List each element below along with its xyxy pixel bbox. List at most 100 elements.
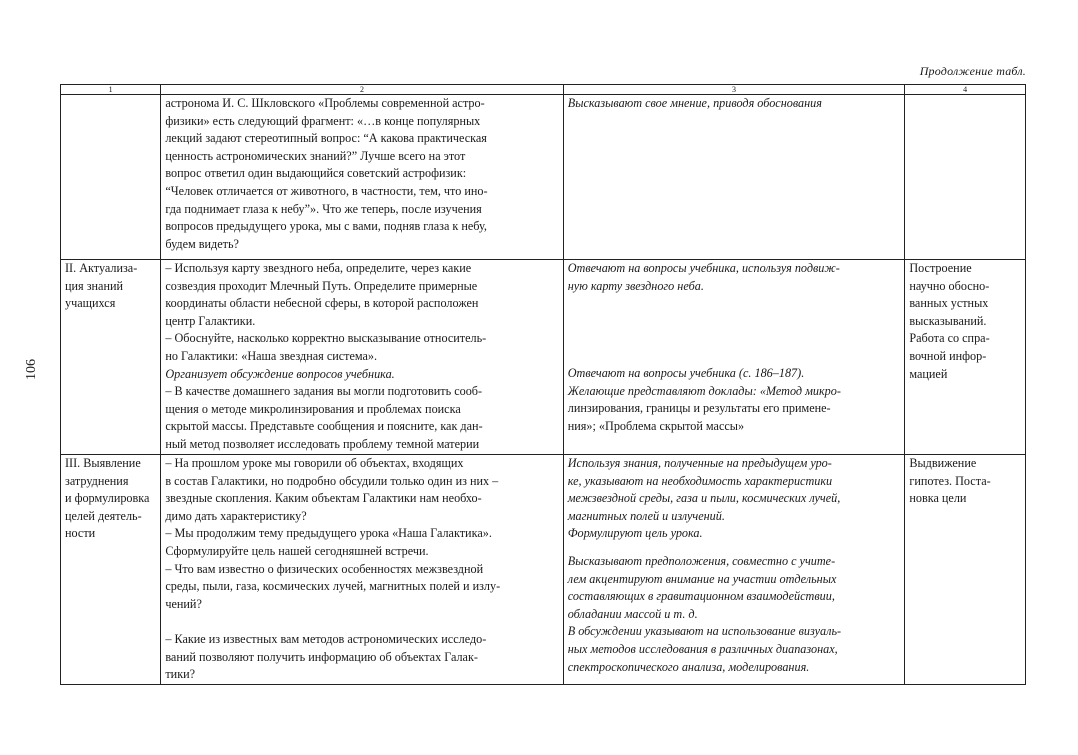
student-activity-cell: Высказывают свое мнение, приводя обоснов… bbox=[562, 94, 906, 260]
text-line: вопрос ответил один выдающийся советский… bbox=[165, 166, 467, 181]
text-line: и формулировка bbox=[65, 491, 150, 506]
text-line: центр Галактики. bbox=[165, 313, 256, 328]
text-line: – Обоснуйте, насколько корректно высказы… bbox=[165, 331, 487, 346]
text-line: спектроскопического анализа, моделирован… bbox=[567, 659, 810, 674]
page-number: 106 bbox=[24, 359, 39, 380]
text-line: новка цели bbox=[909, 491, 967, 506]
teacher-activity-cell: – Используя карту звездного неба, опреде… bbox=[160, 259, 564, 455]
text-line: координаты области небесной сферы, в кот… bbox=[165, 296, 479, 311]
text-line: Отвечают на вопросы учебника, используя … bbox=[567, 261, 840, 275]
text-line: III. Выявление bbox=[65, 456, 141, 470]
text-line: ную карту звездного неба. bbox=[567, 278, 704, 293]
table-row: астронома И. С. Шкловского «Проблемы сов… bbox=[59, 94, 1026, 260]
text-line: лекций задают стереотипный вопрос: “А ка… bbox=[165, 131, 487, 146]
teacher-activity-text: – Используя карту звездного неба, опреде… bbox=[165, 261, 558, 366]
text-line: ке, указывают на необходимость характери… bbox=[567, 473, 833, 488]
table-row: III. Выявление затруднения и формулировка ц… bbox=[59, 454, 1026, 685]
text-line: щения о методе микролинзирования и пробл… bbox=[165, 401, 461, 416]
student-activity-italic: Высказывают предположения, совместно с у… bbox=[568, 553, 901, 676]
text-line: ция знаний bbox=[65, 278, 124, 293]
continuation-label: Продолжение табл. bbox=[919, 64, 1026, 78]
text-line: физики» есть следующий фрагмент: «…в кон… bbox=[165, 113, 481, 128]
text-line: – Какие из известных вам методов астроно… bbox=[165, 631, 487, 646]
text-line: скрытой массы. Представьте сообщения и п… bbox=[165, 419, 483, 434]
text-line: димо дать характеристику? bbox=[165, 508, 307, 523]
text-line: II. Актуализа- bbox=[65, 261, 138, 275]
text-line: ваний позволяют получить информацию об о… bbox=[165, 649, 478, 664]
text-line: – Что вам известно о физических особенно… bbox=[165, 561, 484, 576]
teacher-activity-italic: Организует обсуждение вопросов учебника. bbox=[165, 366, 395, 381]
text-line: ности bbox=[65, 526, 96, 541]
column-number: 2 bbox=[160, 84, 564, 95]
teacher-activity-cell: – На прошлом уроке мы говорили об объект… bbox=[160, 454, 564, 685]
text-line: гда поднимает глаза к небу”». Что же теп… bbox=[165, 201, 482, 216]
text-line: Высказывают свое мнение, приводя обоснов… bbox=[567, 96, 822, 110]
student-activity-text: линзирования, границы и результаты его п… bbox=[568, 400, 901, 435]
result-cell: Выдвижение гипотез. Поста-новка цели bbox=[904, 454, 1026, 685]
text-line: Построение bbox=[909, 261, 972, 275]
text-line: целей деятель- bbox=[65, 508, 142, 523]
student-activity-cell: Отвечают на вопросы учебника, используя … bbox=[562, 259, 906, 455]
text-line: линзирования, границы и результаты его п… bbox=[567, 401, 831, 416]
text-line: мацией bbox=[909, 366, 948, 381]
teacher-activity-text: – Какие из известных вам методов астроно… bbox=[165, 631, 558, 683]
student-activity-italic: Используя знания, полученные на предыдущ… bbox=[567, 455, 901, 542]
text-line: ных методов исследования в различных диа… bbox=[567, 641, 838, 656]
text-line: звездные скопления. Каким объектам Галак… bbox=[165, 491, 482, 506]
teacher-activity-cell: астронома И. С. Шкловского «Проблемы сов… bbox=[160, 94, 564, 260]
text-line: Сформулируйте цель нашей сегодняшней вст… bbox=[165, 543, 429, 558]
text-line: лем акцентируют внимание на участии отде… bbox=[567, 571, 837, 586]
text-line: межзвездной среды, газа и пыли, космичес… bbox=[567, 491, 841, 506]
stage-cell: II. Актуализа-ция знаний учащихся bbox=[59, 259, 162, 455]
column-number-row: 1 2 3 4 bbox=[59, 84, 1026, 95]
column-number: 4 bbox=[904, 84, 1026, 95]
student-activity-cell: Используя знания, полученные на предыдущ… bbox=[562, 454, 906, 685]
text-line: обладании массой и т. д. bbox=[567, 606, 698, 621]
text-line: В обсуждении указывают на использование … bbox=[567, 624, 842, 639]
text-line: ванных устных bbox=[909, 296, 989, 311]
text-line: астронома И. С. Шкловского «Проблемы сов… bbox=[165, 96, 485, 110]
stage-cell bbox=[59, 94, 162, 260]
text-line: учащихся bbox=[65, 296, 116, 311]
lesson-table: 1 2 3 4 астронома И. С. Шкловского «Проб… bbox=[59, 84, 1026, 685]
teacher-activity-text: – На прошлом уроке мы говорили об объект… bbox=[165, 455, 558, 613]
text-line: Используя знания, полученные на предыдущ… bbox=[567, 456, 832, 470]
text-line: – Используя карту звездного неба, опреде… bbox=[165, 261, 472, 275]
text-line: вопросов предыдущего урока, мы с вами, п… bbox=[165, 219, 487, 234]
text-line: Отвечают на вопросы учебника (с. 186–187… bbox=[567, 366, 805, 381]
table-row: II. Актуализа-ция знаний учащихся – Испол… bbox=[59, 259, 1026, 455]
text-line: – В качестве домашнего задания вы могли … bbox=[165, 384, 483, 399]
result-cell: Построение научно обосно-ванных устных выс… bbox=[904, 259, 1026, 455]
column-number: 3 bbox=[562, 84, 906, 95]
text-line: Желающие представляют доклады: «Метод ми… bbox=[567, 383, 841, 398]
text-line: тики? bbox=[165, 667, 196, 682]
text-line: высказываний. bbox=[909, 313, 987, 328]
teacher-activity-text: – В качестве домашнего задания вы могли … bbox=[165, 383, 558, 453]
text-line: – Мы продолжим тему предыдущего урока «Н… bbox=[165, 526, 492, 541]
text-line: будем видеть? bbox=[165, 236, 239, 251]
text-line: магнитных полей и излучений. bbox=[567, 508, 725, 523]
text-line: составляющих в гравитационном взаимодейс… bbox=[567, 589, 835, 604]
text-line: вочной инфор- bbox=[909, 348, 987, 363]
result-cell bbox=[904, 94, 1026, 260]
text-line: но Галактики: «Наша звездная система». bbox=[165, 348, 378, 363]
text-line: Высказывают предположения, совместно с у… bbox=[567, 553, 836, 568]
student-activity-italic: Отвечают на вопросы учебника, используя … bbox=[567, 261, 901, 296]
text-line: ный метод позволяет исследовать проблему… bbox=[165, 436, 480, 451]
text-line: затруднения bbox=[65, 473, 129, 488]
text-line: в состав Галактики, но подробно обсудили… bbox=[165, 473, 499, 488]
text-line: ценность астрономических знаний?” Лучше … bbox=[165, 148, 466, 163]
text-line: созвездия проходит Млечный Путь. Определ… bbox=[165, 278, 478, 293]
text-line: Работа со спра- bbox=[909, 331, 990, 346]
student-activity-text: Высказывают свое мнение, приводя обоснов… bbox=[567, 96, 901, 113]
text-line: чений? bbox=[165, 596, 202, 611]
text-line: гипотез. Поста- bbox=[909, 473, 991, 488]
text-line: среды, пыли, газа, космических лучей, ма… bbox=[165, 579, 501, 594]
text-line: научно обосно- bbox=[909, 278, 990, 293]
column-number: 1 bbox=[59, 84, 162, 95]
text-line: Выдвижение bbox=[909, 456, 977, 470]
student-activity-italic: Отвечают на вопросы учебника (с. 186–187… bbox=[568, 365, 901, 400]
text-line: – На прошлом уроке мы говорили об объект… bbox=[165, 456, 464, 470]
text-line: Формулируют цель урока. bbox=[567, 526, 703, 541]
stage-cell: III. Выявление затруднения и формулировка ц… bbox=[59, 454, 162, 685]
